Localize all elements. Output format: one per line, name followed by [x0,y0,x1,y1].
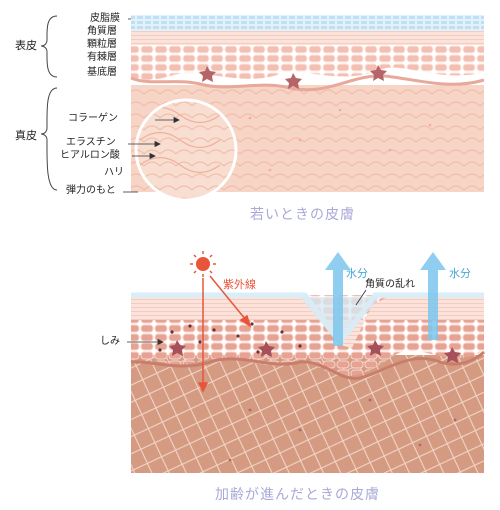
layer-label-horny: 角質層 [87,26,117,37]
dermis-item-collagen: コラーゲン [68,113,118,124]
dermis-item-firmness: ハリ [104,167,124,178]
layer-label-spinous: 有棘層 [87,52,117,63]
young-caption: 若いときの皮膚 [250,207,355,223]
aged-skin-illustration [130,292,485,473]
young-skin-illustration [130,15,485,202]
dermis-bracket [40,87,58,191]
water-arrow-right [420,252,446,340]
leader-lines [123,18,180,193]
water-label-left: 水分 [346,267,368,280]
sun-icon [190,251,216,277]
water-arrow-left [325,252,351,346]
aged-caption: 加齢が進んだときの皮膚 [215,487,380,503]
water-label-right: 水分 [449,267,471,280]
layer-label-granular: 顆粒層 [87,39,117,50]
epidermis-label: 表皮 [15,39,37,52]
dermis-item-elastin: エラスチン [66,137,116,148]
uv-label: 紫外線 [223,278,256,291]
aged-leader-lines [127,289,367,346]
layer-label-basal: 基底層 [87,67,117,78]
layer-label-sebum: 皮脂膜 [90,13,120,24]
spot-dots [158,322,302,354]
uv-rays [197,275,252,393]
dermis-item-elasticity: 弾力のもと [66,185,116,196]
stratum-disorder-label: 角質の乱れ [365,279,415,290]
spot-label: しみ [100,336,120,347]
dermis-item-hyaluronic: ヒアルロン酸 [60,150,120,161]
epidermis-bracket [40,15,58,78]
dermis-label: 真皮 [15,129,37,142]
